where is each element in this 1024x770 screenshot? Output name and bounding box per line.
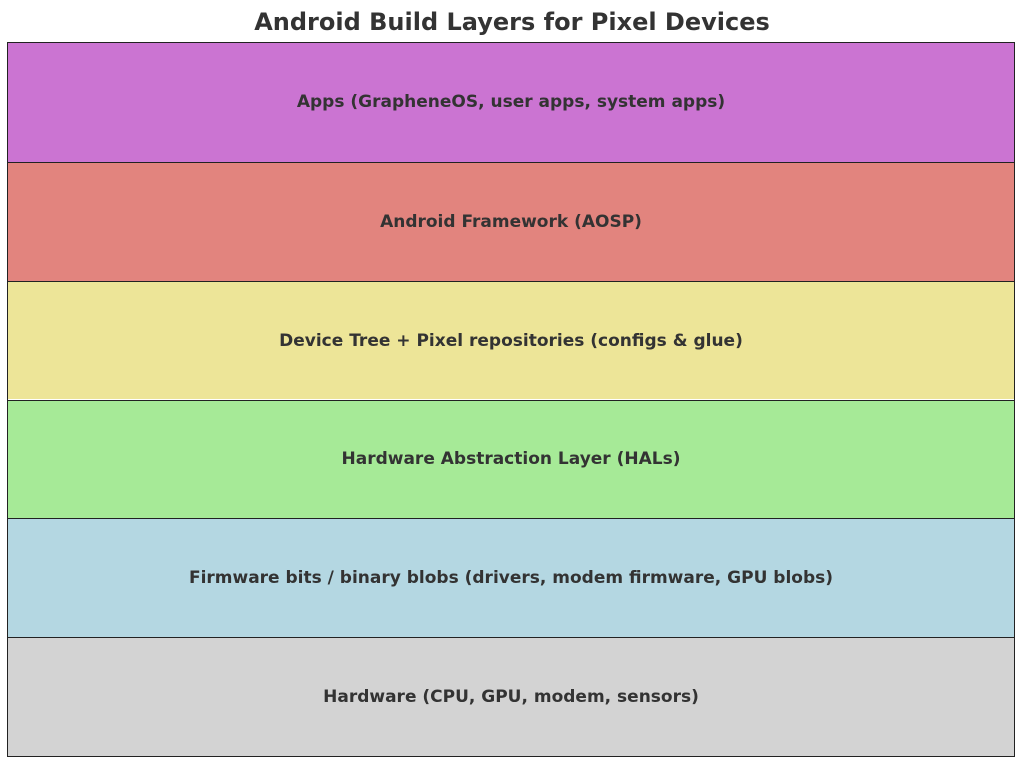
layer-label: Apps (GrapheneOS, user apps, system apps… [296, 92, 726, 113]
layer-label: Hardware (CPU, GPU, modem, sensors) [323, 687, 699, 708]
layer-3: Device Tree + Pixel repositories (config… [8, 280, 1014, 400]
layer-4: Hardware Abstraction Layer (HALs) [8, 399, 1014, 519]
layer-6: Hardware (CPU, GPU, modem, sensors) [8, 637, 1014, 756]
diagram-title: Android Build Layers for Pixel Devices [254, 8, 770, 36]
layer-label: Hardware Abstraction Layer (HALs) [341, 449, 681, 470]
layer-stack: Apps (GrapheneOS, user apps, system apps… [7, 42, 1015, 757]
layer-label: Firmware bits / binary blobs (drivers, m… [188, 568, 834, 589]
layer-label: Android Framework (AOSP) [380, 211, 642, 232]
layer-1: Apps (GrapheneOS, user apps, system apps… [8, 43, 1014, 162]
layer-5: Firmware bits / binary blobs (drivers, m… [8, 518, 1014, 638]
layer-2: Android Framework (AOSP) [8, 161, 1014, 281]
layer-label: Device Tree + Pixel repositories (config… [279, 330, 743, 351]
